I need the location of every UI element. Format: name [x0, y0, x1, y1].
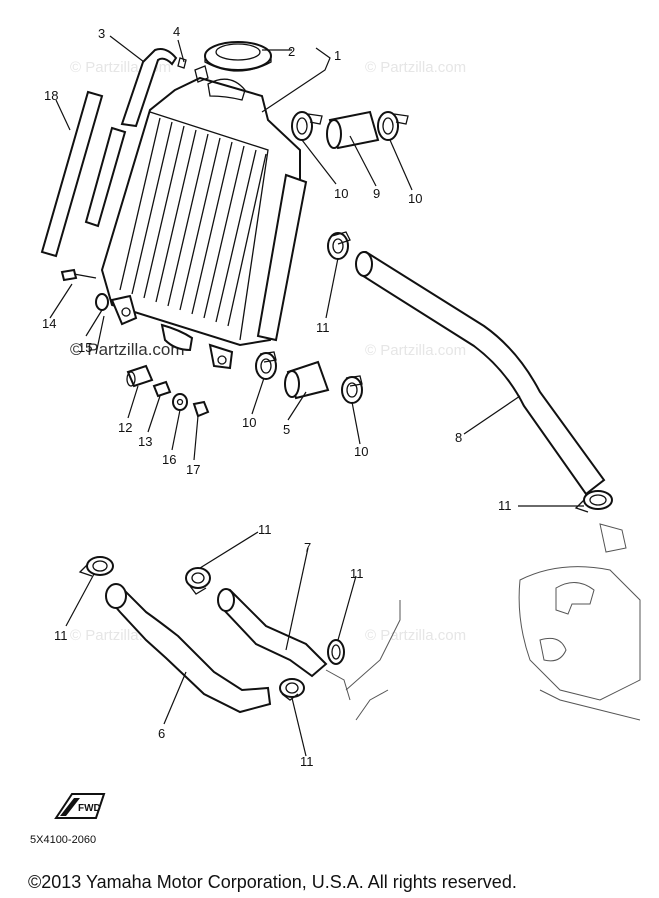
short-hose-5: [284, 360, 330, 400]
callout-11: 11: [350, 566, 364, 581]
callout-15: 15: [78, 340, 92, 355]
nut-17: [192, 400, 210, 418]
drawing-code: 5X4100-2060: [30, 834, 96, 846]
callout-12: 12: [118, 420, 132, 435]
callout-10: 10: [242, 415, 256, 430]
grommet-15: [95, 293, 109, 311]
callout-14: 14: [42, 316, 56, 331]
watermark-overlap: © Partzilla.com: [70, 340, 185, 359]
callout-17: 17: [186, 462, 200, 477]
callout-4: 4: [173, 24, 180, 39]
lower-hose-6: [105, 583, 272, 714]
callout-2: 2: [288, 44, 295, 59]
hose-clamp: [327, 639, 345, 665]
callout-6: 6: [158, 726, 165, 741]
copyright-notice: ©2013 Yamaha Motor Corporation, U.S.A. A…: [28, 872, 517, 892]
hose-clamp: [341, 375, 363, 404]
callout-11: 11: [498, 498, 512, 513]
overflow-hose: [84, 48, 187, 228]
callout-10: 10: [354, 444, 368, 459]
hose-clamp: [279, 678, 305, 701]
fwd-arrow-icon: FWD: [54, 793, 106, 819]
callout-11: 11: [54, 628, 68, 643]
leader-lines: [49, 35, 584, 757]
fwd-label: FWD: [78, 803, 101, 814]
callout-11: 11: [316, 320, 330, 335]
radiator-cap: [204, 41, 272, 72]
callout-18: 18: [44, 88, 58, 103]
hose-7: [217, 588, 328, 678]
breather-tube: [40, 90, 104, 258]
hose-clamp: [377, 111, 409, 141]
hose-clamp: [255, 351, 277, 380]
callout-10: 10: [408, 191, 422, 206]
hose-clamp: [574, 490, 613, 513]
hose-clamp: [185, 567, 211, 595]
watermark: © Partzilla.com: [365, 59, 466, 76]
callout-16: 16: [162, 452, 176, 467]
callout-11: 11: [300, 754, 314, 769]
radiator: [100, 65, 308, 370]
callout-13: 13: [138, 434, 152, 449]
hose-clamp: [78, 556, 114, 577]
watermarks: © Partzilla.com © Partzilla.com © Partzi…: [70, 59, 466, 644]
hose-clamp: [291, 111, 323, 141]
collar-13: [152, 380, 172, 398]
upper-hose-9: [326, 110, 380, 150]
washer-16: [172, 393, 188, 411]
callout-9: 9: [373, 186, 380, 201]
callout-1: 1: [334, 48, 341, 63]
callout-10: 10: [334, 186, 348, 201]
callout-numbers: 1 2 3 4 18 10 9 10 11 14 15 12 13 16 17 …: [42, 24, 512, 769]
radiator-fins: [119, 117, 267, 327]
long-hose-8: [355, 250, 606, 496]
watermark: © Partzilla.com: [365, 627, 466, 644]
hose-clamp: [327, 231, 351, 260]
callout-5: 5: [283, 422, 290, 437]
damper-12: [126, 364, 154, 388]
callout-7: 7: [304, 540, 311, 555]
watermark: © Partzilla.com: [365, 342, 466, 359]
callout-8: 8: [455, 430, 462, 445]
callout-3: 3: [98, 26, 105, 41]
callout-11: 11: [258, 522, 272, 537]
bolt-14: [60, 268, 97, 282]
engine-outline: [325, 523, 641, 721]
